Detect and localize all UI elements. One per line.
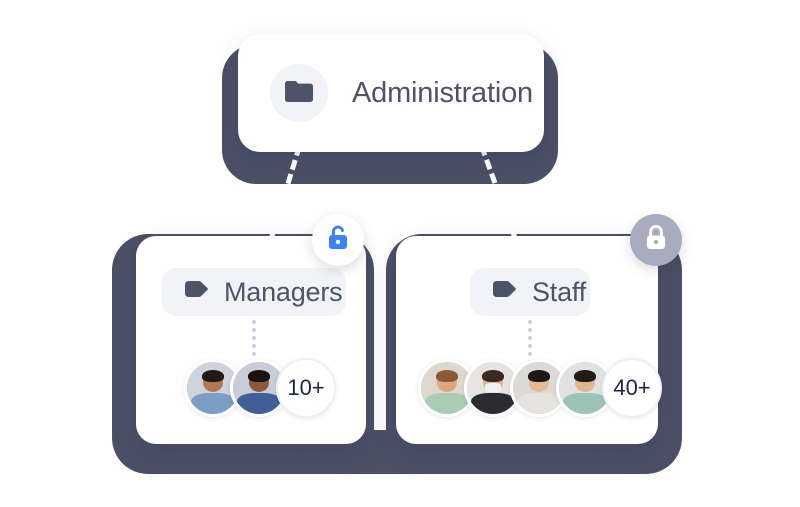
tag-icon <box>492 280 518 305</box>
tag-pill-staff[interactable]: Staff <box>470 268 590 316</box>
card-administration[interactable]: Administration <box>238 34 544 152</box>
page-title: Administration <box>352 76 533 109</box>
tag-pill-managers[interactable]: Managers <box>162 268 346 316</box>
unlock-icon-badge-managers[interactable] <box>312 214 364 266</box>
tag-icon <box>184 280 210 305</box>
avatar-group-staff: 40+ <box>418 358 662 418</box>
avatar-group-managers: 10+ <box>184 358 336 418</box>
unlock-icon <box>325 224 351 257</box>
folder-icon <box>284 78 314 109</box>
avatar-overflow-count[interactable]: 40+ <box>602 358 662 418</box>
dotted-connector-staff <box>528 320 532 364</box>
avatar[interactable] <box>464 359 522 417</box>
tag-label-staff: Staff <box>532 276 587 307</box>
folder-icon-circle <box>270 64 328 122</box>
lock-icon <box>643 224 669 257</box>
dotted-connector-managers <box>252 320 256 364</box>
tag-label-managers: Managers <box>224 276 343 307</box>
avatar[interactable] <box>510 359 568 417</box>
lock-icon-badge-staff[interactable] <box>630 214 682 266</box>
avatar-overflow-count[interactable]: 10+ <box>276 358 336 418</box>
face-mask-icon <box>484 382 502 392</box>
